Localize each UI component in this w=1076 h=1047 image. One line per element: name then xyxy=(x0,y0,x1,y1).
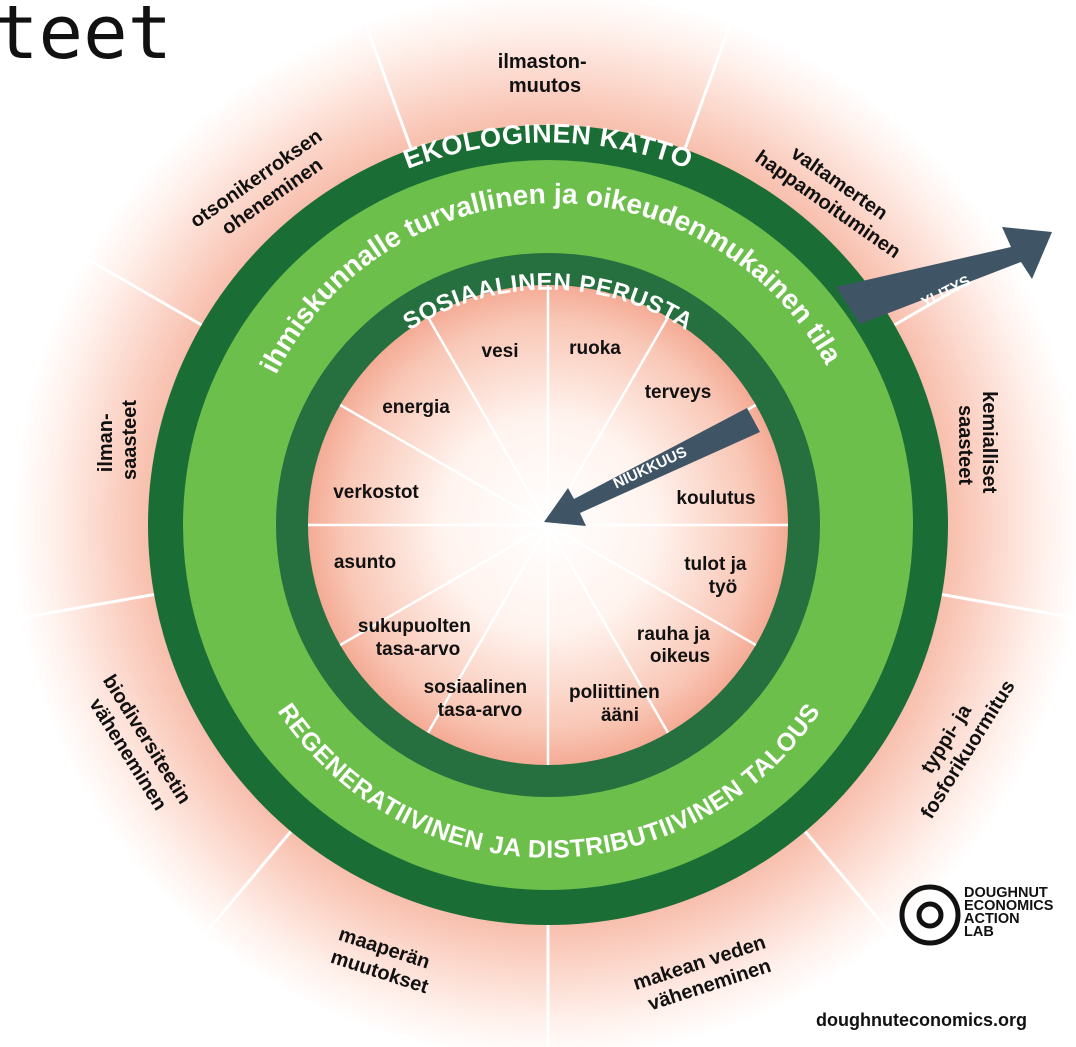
eco-item-kemialliset-saasteet: kemialliset saasteet xyxy=(954,391,1000,499)
social-item-sosiaalinen-tasa-arvo: sosiaalinen tasa-arvo xyxy=(424,677,533,721)
outer-divider-line xyxy=(62,243,203,327)
social-item-vesi: vesi xyxy=(482,341,519,362)
social-item-rauha: rauha ja oikeus xyxy=(637,624,715,667)
social-item-koulutus: koulutus xyxy=(676,488,755,509)
social-item-poliittinen: poliittinen ääni xyxy=(569,682,665,726)
social-item-verkostot: verkostot xyxy=(333,482,419,503)
inner-divider-line xyxy=(339,403,549,527)
social-item-sukupuolten-tasa-arvo: sukupuolten tasa-arvo xyxy=(358,616,476,660)
inner-divider-line xyxy=(426,524,550,734)
outer-divider-line xyxy=(355,0,413,150)
logo-ring-icon xyxy=(899,884,961,946)
shortfall-arrow-shape xyxy=(544,408,760,526)
doughnut-economics-action-lab-logo: DOUGHNUT ECONOMICS ACTION LAB doughnutec… xyxy=(816,884,1057,1030)
inner-divider-line xyxy=(547,523,757,647)
website-url: doughnuteconomics.org xyxy=(816,1010,1027,1030)
outer-divider-line xyxy=(803,830,910,955)
eco-item-ilmastonmuutos: ilmaston- muutos xyxy=(498,51,592,97)
social-item-asunto: asunto xyxy=(334,552,396,573)
outer-divider-line xyxy=(186,830,293,955)
outer-divider-line xyxy=(683,0,741,150)
inner-divider-line xyxy=(426,316,550,526)
inner-divider-line xyxy=(339,523,549,647)
heading-fragment: teet xyxy=(0,0,172,76)
social-item-terveys: terveys xyxy=(645,382,712,403)
outer-divider-line xyxy=(0,593,155,624)
social-item-tulot: tulot ja työ xyxy=(684,554,752,598)
logo-hole-icon xyxy=(916,901,944,929)
logo-wordmark: DOUGHNUT ECONOMICS ACTION LAB xyxy=(964,885,1057,940)
social-item-energia: energia xyxy=(382,397,450,418)
outer-divider-line xyxy=(941,593,1076,620)
social-foundation-labels: ruoka terveys koulutus tulot ja työ rauh… xyxy=(333,338,755,726)
social-item-ruoka: ruoka xyxy=(569,338,621,359)
overshoot-arrow-shape xyxy=(836,227,1052,324)
eco-item-ilmansaasteet: ilman- saasteet xyxy=(95,400,141,480)
inner-divider-line xyxy=(546,524,670,734)
